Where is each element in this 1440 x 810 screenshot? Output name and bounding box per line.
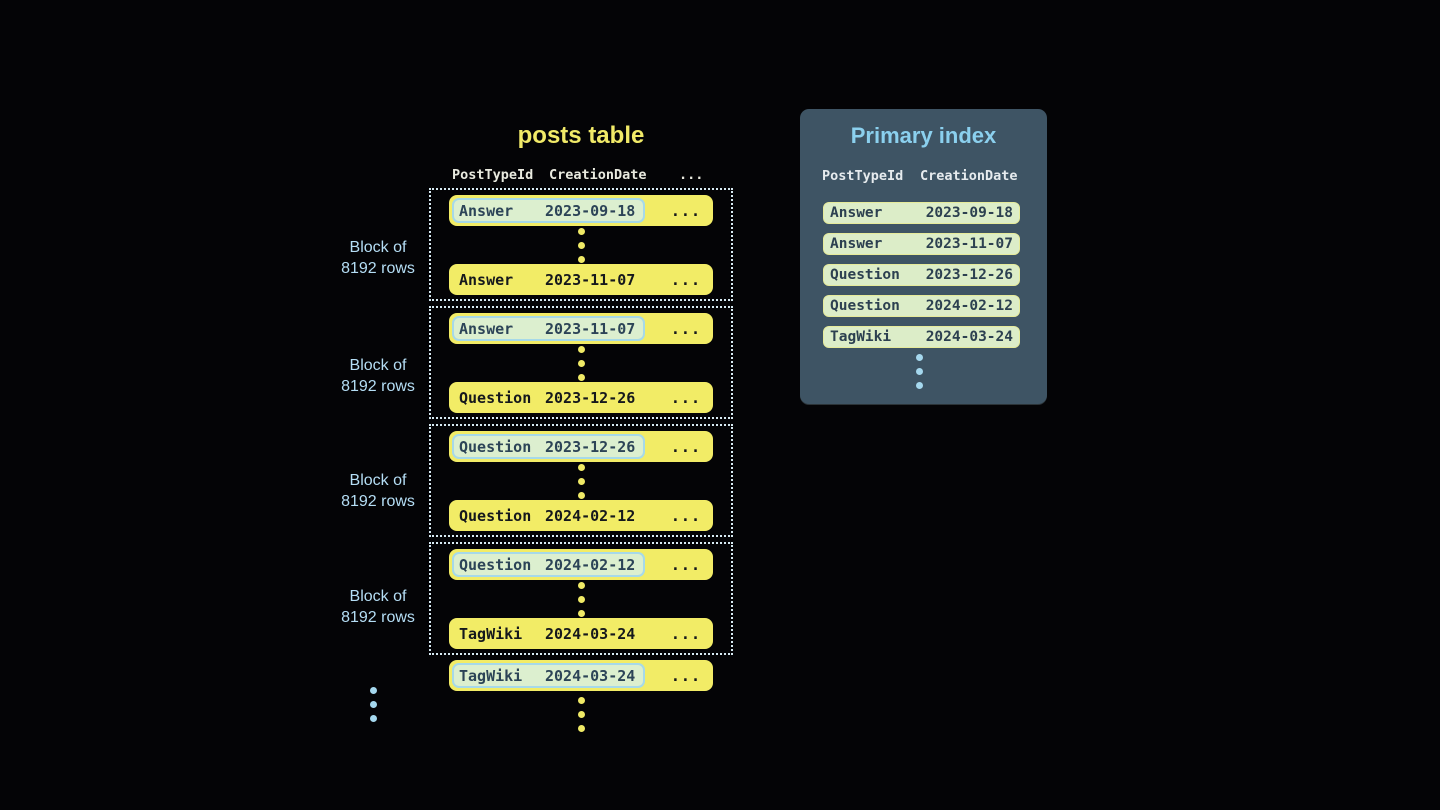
block-label-line1: Block of xyxy=(349,588,407,605)
table-row: Answer 2023-09-18 ... xyxy=(449,195,713,226)
highlighted-key: Answer 2023-09-18 xyxy=(452,198,646,223)
block-label-3: Block of 8192 rows xyxy=(308,470,448,512)
column-header-creationdate: CreationDate xyxy=(549,167,647,183)
index-continues-dots xyxy=(916,354,923,389)
post-type-cell: Question xyxy=(459,555,532,574)
column-header-ellipsis: ... xyxy=(679,167,704,183)
block-label-line1: Block of xyxy=(349,239,407,256)
creation-date-cell: 2023-11-07 xyxy=(545,270,636,289)
blocks-continue-dots xyxy=(370,687,377,722)
ellipsis-cell: ... xyxy=(670,201,701,220)
table-row: Question 2024-02-12 ... xyxy=(449,549,713,580)
row-gap-dots xyxy=(577,581,585,617)
posts-table-column-headers: PostTypeId CreationDate ... xyxy=(452,167,752,185)
block-label-line1: Block of xyxy=(349,472,407,489)
creation-date-cell: 2024-02-12 xyxy=(545,506,636,525)
creation-date-cell: 2023-11-07 xyxy=(545,319,636,338)
post-type-cell: Question xyxy=(459,506,532,525)
block-1: Answer 2023-09-18 ... Answer 2023-11-07 … xyxy=(429,188,733,301)
block-label-line2: 8192 rows xyxy=(341,260,415,277)
creation-date-cell: 2024-03-24 xyxy=(545,624,636,643)
block-label-4: Block of 8192 rows xyxy=(308,586,448,628)
post-type-cell: Question xyxy=(459,388,532,407)
ellipsis-cell: ... xyxy=(670,506,701,525)
post-type-cell: TagWiki xyxy=(830,329,892,345)
primary-index-panel: Primary index PostTypeId CreationDate An… xyxy=(800,109,1047,404)
table-row: TagWiki 2024-03-24 ... xyxy=(449,660,713,691)
block-3: Question 2023-12-26 ... Question 2024-02… xyxy=(429,424,733,537)
table-row: TagWiki 2024-03-24 ... xyxy=(449,618,713,649)
ellipsis-cell: ... xyxy=(670,555,701,574)
index-row: Question 2024-02-12 xyxy=(823,295,1020,317)
block-label-line2: 8192 rows xyxy=(341,493,415,510)
creation-date-cell: 2023-12-26 xyxy=(545,388,636,407)
table-row: Question 2023-12-26 ... xyxy=(449,382,713,413)
table-row: Question 2023-12-26 ... xyxy=(449,431,713,462)
ellipsis-cell: ... xyxy=(670,388,701,407)
ellipsis-cell: ... xyxy=(670,666,701,685)
post-type-cell: TagWiki xyxy=(459,666,523,685)
block-label-line2: 8192 rows xyxy=(341,378,415,395)
table-row: Answer 2023-11-07 ... xyxy=(449,264,713,295)
overflow-row-wrapper: TagWiki 2024-03-24 ... xyxy=(449,660,713,691)
block-2: Answer 2023-11-07 ... Question 2023-12-2… xyxy=(429,306,733,419)
creation-date-cell: 2023-12-26 xyxy=(545,437,636,456)
index-row: Answer 2023-11-07 xyxy=(823,233,1020,255)
row-gap-dots xyxy=(577,227,585,263)
post-type-cell: Answer xyxy=(459,201,514,220)
ellipsis-cell: ... xyxy=(670,437,701,456)
table-continues-dots xyxy=(578,697,585,732)
table-row: Question 2024-02-12 ... xyxy=(449,500,713,531)
highlighted-key: Question 2024-02-12 xyxy=(452,552,646,577)
highlighted-key: Answer 2023-11-07 xyxy=(452,316,646,341)
post-type-cell: Question xyxy=(830,267,900,283)
creation-date-cell: 2023-12-26 xyxy=(925,267,1013,283)
post-type-cell: Answer xyxy=(830,205,883,221)
ellipsis-cell: ... xyxy=(670,624,701,643)
column-header-posttypeid: PostTypeId xyxy=(452,167,534,183)
ellipsis-cell: ... xyxy=(670,270,701,289)
primary-index-title: Primary index xyxy=(850,123,997,148)
creation-date-cell: 2023-09-18 xyxy=(545,201,636,220)
row-gap-dots xyxy=(577,463,585,499)
table-row: Answer 2023-11-07 ... xyxy=(449,313,713,344)
primary-index-column-headers: PostTypeId CreationDate xyxy=(800,168,1047,186)
post-type-cell: TagWiki xyxy=(459,624,523,643)
block-label-line2: 8192 rows xyxy=(341,609,415,626)
column-header-creationdate: CreationDate xyxy=(920,168,1018,184)
index-row: TagWiki 2024-03-24 xyxy=(823,326,1020,348)
post-type-cell: Question xyxy=(830,298,900,314)
creation-date-cell: 2024-03-24 xyxy=(925,329,1013,345)
index-row: Answer 2023-09-18 xyxy=(823,202,1020,224)
post-type-cell: Answer xyxy=(459,270,514,289)
row-gap-dots xyxy=(577,345,585,381)
block-label-2: Block of 8192 rows xyxy=(308,355,448,397)
highlighted-key: TagWiki 2024-03-24 xyxy=(452,663,646,688)
creation-date-cell: 2024-02-12 xyxy=(925,298,1013,314)
post-type-cell: Answer xyxy=(459,319,514,338)
block-4: Question 2024-02-12 ... TagWiki 2024-03-… xyxy=(429,542,733,655)
creation-date-cell: 2024-02-12 xyxy=(545,555,636,574)
block-label-1: Block of 8192 rows xyxy=(308,237,448,279)
post-type-cell: Answer xyxy=(830,236,883,252)
posts-table-title: posts table xyxy=(517,122,645,149)
creation-date-cell: 2023-11-07 xyxy=(925,236,1013,252)
ellipsis-cell: ... xyxy=(670,319,701,338)
posts-table-blocks: Answer 2023-09-18 ... Answer 2023-11-07 … xyxy=(429,188,733,660)
post-type-cell: Question xyxy=(459,437,532,456)
column-header-posttypeid: PostTypeId xyxy=(822,168,904,184)
creation-date-cell: 2023-09-18 xyxy=(925,205,1013,221)
creation-date-cell: 2024-03-24 xyxy=(545,666,636,685)
highlighted-key: Question 2023-12-26 xyxy=(452,434,646,459)
primary-index-rows: Answer 2023-09-18 Answer 2023-11-07 Ques… xyxy=(823,202,1020,348)
index-row: Question 2023-12-26 xyxy=(823,264,1020,286)
block-label-line1: Block of xyxy=(349,357,407,374)
